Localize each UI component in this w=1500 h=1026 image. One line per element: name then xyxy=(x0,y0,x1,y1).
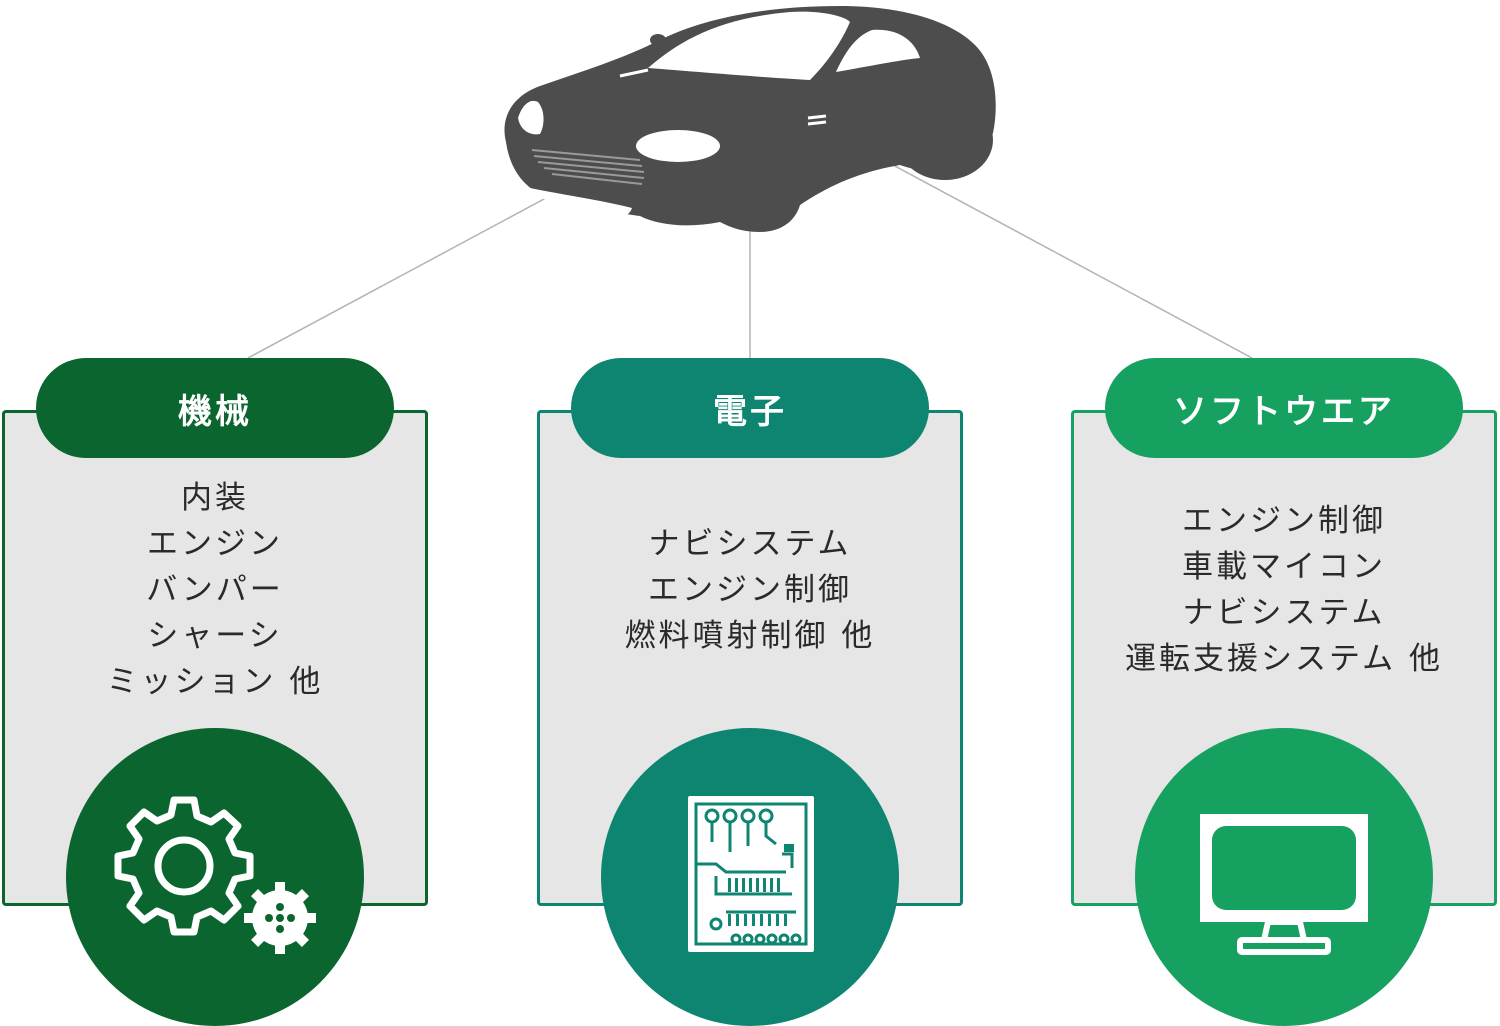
list-item: 運転支援システム 他 xyxy=(1125,641,1443,677)
category-title-software: ソフトウエア xyxy=(1105,358,1463,458)
sports-car-icon xyxy=(504,6,996,232)
list-item: 燃料噴射制御 他 xyxy=(624,618,876,654)
list-item: ミッション 他 xyxy=(106,664,324,700)
connector-software xyxy=(879,157,1253,359)
list-item: シャーシ xyxy=(147,618,283,654)
list-item: 車載マイコン xyxy=(1182,549,1386,585)
category-items-electronic: ナビシステム エンジン制御 燃料噴射制御 他 xyxy=(537,521,963,659)
list-item: エンジン制御 xyxy=(1182,503,1386,539)
monitor-icon xyxy=(1200,814,1368,955)
category-title-electronic: 電子 xyxy=(571,358,929,458)
list-item: ナビシステム xyxy=(1182,595,1386,631)
list-item: 内装 xyxy=(181,480,249,516)
list-item: バンパー xyxy=(146,572,284,608)
category-items-mechanical: 内装 エンジン バンパー シャーシ ミッション 他 xyxy=(2,475,428,705)
circuit-board-icon xyxy=(688,796,814,952)
list-item: エンジン制御 xyxy=(648,572,852,608)
category-items-software: エンジン制御 車載マイコン ナビシステム 運転支援システム 他 xyxy=(1071,498,1497,682)
list-item: ナビシステム xyxy=(648,526,852,562)
list-item: エンジン xyxy=(147,526,283,562)
category-title-mechanical: 機械 xyxy=(36,358,394,458)
connector-mechanical xyxy=(247,169,599,359)
gears-icon xyxy=(114,796,316,954)
